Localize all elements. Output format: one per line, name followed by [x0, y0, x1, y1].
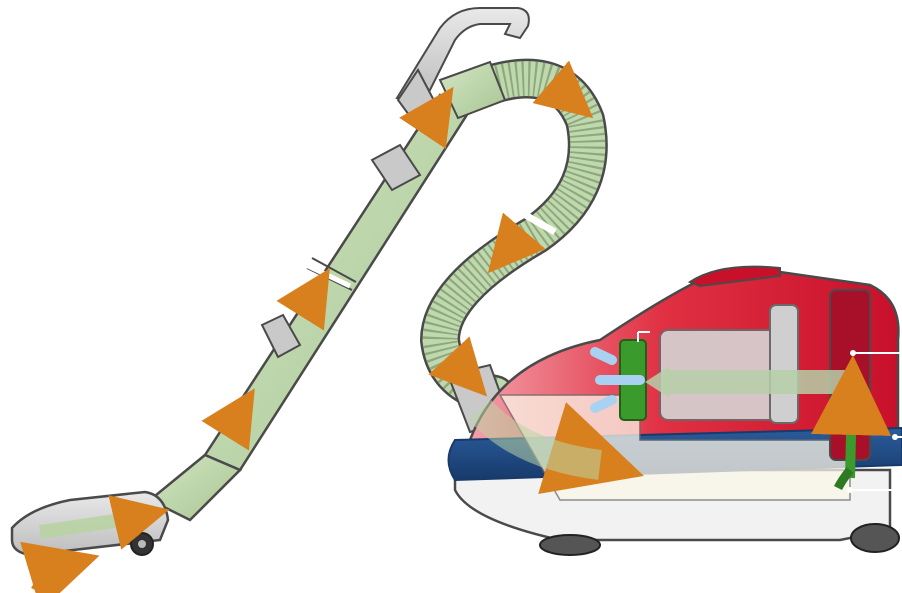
canister-body — [449, 267, 902, 555]
body-wheel-front — [540, 535, 600, 555]
body-wheel-rear — [851, 524, 899, 552]
airflow-arrow-icon — [125, 516, 142, 520]
exhaust-arrow-icon — [850, 395, 852, 478]
wand-tube — [150, 95, 470, 520]
intake-arrow-icon — [35, 566, 65, 590]
floor-nozzle — [12, 492, 168, 555]
